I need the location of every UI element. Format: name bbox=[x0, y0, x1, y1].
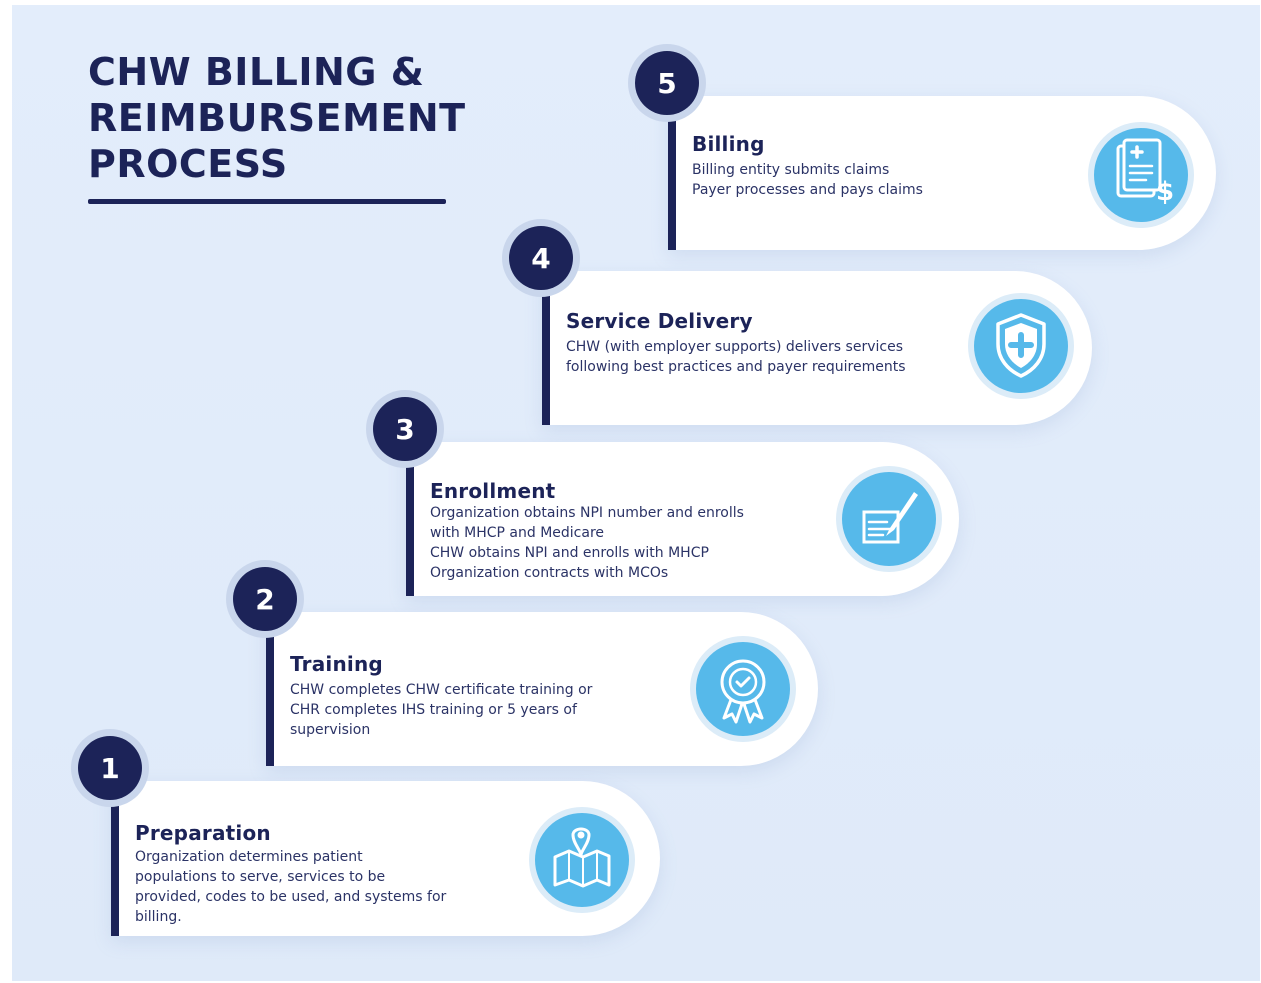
certificate-badge-icon bbox=[696, 642, 790, 736]
svg-text:$: $ bbox=[1156, 177, 1174, 207]
step-line: Billing entity submits claims bbox=[692, 162, 890, 178]
step-line: billing. bbox=[135, 909, 182, 925]
title-underline bbox=[88, 199, 446, 204]
step-line: Organization contracts with MCOs bbox=[430, 565, 669, 581]
step-line: CHW obtains NPI and enrolls with MHCP bbox=[430, 545, 709, 561]
step-text: Enrollment Organization obtains NPI numb… bbox=[430, 479, 819, 583]
medical-shield-icon bbox=[974, 299, 1068, 393]
step-connector-bar bbox=[542, 271, 550, 425]
step-heading: Preparation bbox=[135, 821, 271, 845]
step-line: provided, codes to be used, and systems … bbox=[135, 889, 447, 905]
step-connector-bar bbox=[111, 781, 119, 936]
step-1-preparation: 1 Preparation Organization determines pa… bbox=[78, 736, 660, 936]
step-number-badge: 2 bbox=[233, 567, 297, 631]
step-2-training: 2 Training CHW completes CHW certificate… bbox=[233, 567, 818, 766]
step-text: Preparation Organization determines pati… bbox=[135, 821, 520, 927]
step-line: with MHCP and Medicare bbox=[430, 525, 605, 541]
step-line: CHW completes CHW certificate training o… bbox=[290, 682, 593, 698]
title-line-1: CHW BILLING & bbox=[88, 50, 425, 94]
step-heading: Enrollment bbox=[430, 479, 556, 503]
invoice-dollar-icon: $ bbox=[1094, 128, 1188, 222]
step-heading: Training bbox=[290, 652, 383, 676]
infographic-canvas: CHW BILLING & REIMBURSEMENT PROCESS 5 Bi… bbox=[12, 5, 1260, 981]
step-3-enrollment: 3 Enrollment Organization obtains NPI nu… bbox=[373, 397, 959, 596]
step-line: CHR completes IHS training or 5 years of bbox=[290, 702, 577, 718]
step-line: CHW (with employer supports) delivers se… bbox=[566, 339, 903, 355]
step-4-service-delivery: 4 Service Delivery CHW (with employer su… bbox=[509, 226, 1092, 425]
step-number-badge: 1 bbox=[78, 736, 142, 800]
step-line: following best practices and payer requi… bbox=[566, 359, 906, 375]
step-connector-bar bbox=[266, 612, 274, 766]
step-text: Training CHW completes CHW certificate t… bbox=[290, 652, 678, 740]
map-pin-icon bbox=[535, 813, 629, 907]
step-heading: Service Delivery bbox=[566, 309, 753, 333]
step-connector-bar bbox=[668, 96, 676, 250]
step-line: supervision bbox=[290, 722, 371, 738]
step-number-badge: 4 bbox=[509, 226, 573, 290]
step-heading: Billing bbox=[692, 132, 765, 156]
step-line: Organization determines patient bbox=[135, 849, 363, 865]
step-text: Service Delivery CHW (with employer supp… bbox=[566, 309, 952, 377]
step-number-badge: 3 bbox=[373, 397, 437, 461]
step-line: Payer processes and pays claims bbox=[692, 182, 923, 198]
title-line-2: REIMBURSEMENT bbox=[88, 96, 466, 140]
signing-pen-icon bbox=[842, 472, 936, 566]
step-5-billing: 5 Billing Billing entity submits claims … bbox=[635, 51, 1216, 250]
title-block: CHW BILLING & REIMBURSEMENT PROCESS bbox=[88, 49, 466, 204]
step-line: Organization obtains NPI number and enro… bbox=[430, 505, 744, 521]
step-line: populations to serve, services to be bbox=[135, 869, 386, 885]
step-number-badge: 5 bbox=[635, 51, 699, 115]
step-text: Billing Billing entity submits claims Pa… bbox=[692, 132, 1076, 200]
step-connector-bar bbox=[406, 442, 414, 596]
title-line-3: PROCESS bbox=[88, 142, 288, 186]
